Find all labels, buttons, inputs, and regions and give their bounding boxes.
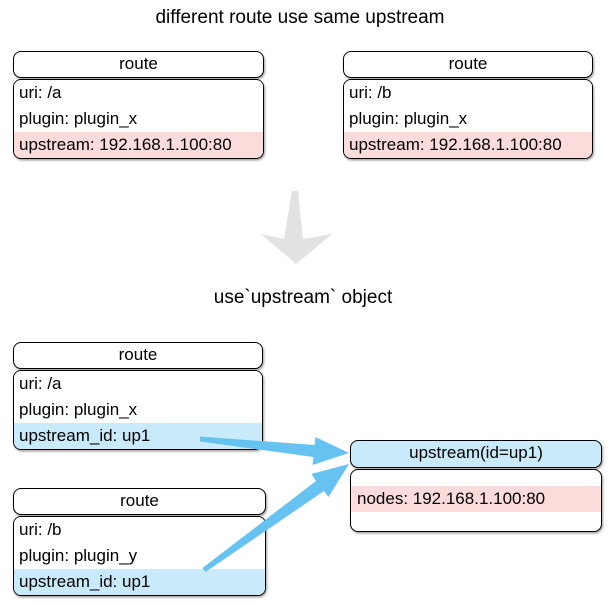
upstream-object-box: upstream(id=up1) nodes: 192.168.1.100:80 [350, 440, 602, 532]
route-a-before-plugin-row: plugin: plugin_x [14, 106, 263, 132]
route-box-b-after: route uri: /b plugin: plugin_y upstream_… [13, 488, 266, 596]
route-a-before-uri-row: uri: /a [14, 80, 263, 106]
route-b-after-upstream-id-row: upstream_id: up1 [14, 569, 265, 595]
route-b-before-upstream-row: upstream: 192.168.1.100:80 [344, 132, 592, 158]
route-box-a-before: route uri: /a plugin: plugin_x upstream:… [13, 51, 264, 159]
route-b-after-uri-row: uri: /b [14, 517, 265, 543]
upstream-object-header: upstream(id=up1) [350, 440, 602, 468]
route-a-after-plugin-row: plugin: plugin_x [14, 397, 262, 423]
route-box-a-after-body: uri: /a plugin: plugin_x upstream_id: up… [13, 370, 263, 450]
route-box-b-after-body: uri: /b plugin: plugin_y upstream_id: up… [13, 516, 266, 596]
route-box-b-after-header: route [13, 488, 266, 515]
route-a-after-upstream-id-row: upstream_id: up1 [14, 423, 262, 449]
diagram-title: different route use same upstream [155, 7, 445, 28]
route-box-a-after: route uri: /a plugin: plugin_x upstream_… [13, 342, 263, 450]
route-box-b-before: route uri: /b plugin: plugin_x upstream:… [343, 51, 593, 159]
route-box-b-before-header: route [343, 51, 593, 78]
route-b-before-uri-row: uri: /b [344, 80, 592, 106]
route-a-before-upstream-row: upstream: 192.168.1.100:80 [14, 132, 263, 158]
route-box-a-before-body: uri: /a plugin: plugin_x upstream: 192.1… [13, 79, 264, 159]
route-box-a-after-header: route [13, 342, 263, 369]
diagram-subtitle: use`upstream` object [213, 287, 393, 308]
route-box-a-before-header: route [13, 51, 264, 78]
upstream-object-body: nodes: 192.168.1.100:80 [350, 469, 602, 532]
upstream-nodes-row: nodes: 192.168.1.100:80 [351, 486, 601, 512]
route-box-b-before-body: uri: /b plugin: plugin_x upstream: 192.1… [343, 79, 593, 159]
route-b-after-plugin-row: plugin: plugin_y [14, 543, 265, 569]
route-a-after-uri-row: uri: /a [14, 371, 262, 397]
down-arrow-icon [261, 191, 332, 264]
route-b-before-plugin-row: plugin: plugin_x [344, 106, 592, 132]
